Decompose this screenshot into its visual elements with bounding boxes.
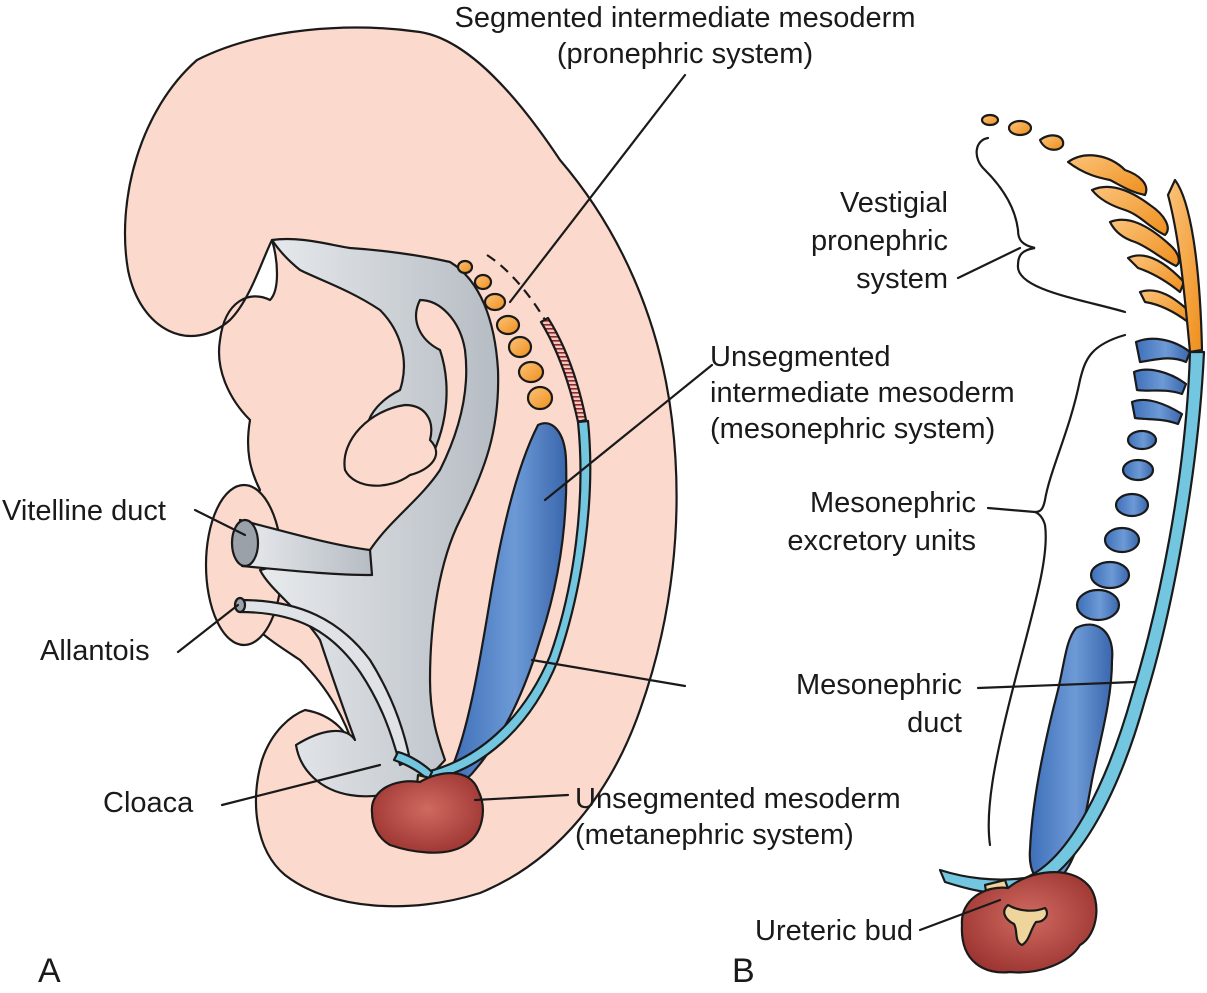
vitelline-duct-opening (230, 518, 260, 568)
label-unsegmented-mesoderm-2: (metanephric system) (575, 819, 854, 851)
label-unsegmented-intermediate-1: Unsegmented (710, 341, 891, 373)
label-segmented-intermediate-1: Segmented intermediate mesoderm (454, 2, 915, 34)
mesonephric-excretory-units (1075, 337, 1192, 622)
bracket-vestigial (975, 136, 1127, 314)
label-segmented-intermediate-2: (pronephric system) (557, 38, 813, 70)
panel-label-a: A (38, 952, 61, 990)
leader-lines (176, 73, 1137, 932)
allantois-opening (233, 596, 247, 614)
label-cloaca: Cloaca (103, 787, 194, 819)
label-unsegmented-intermediate-3: (mesonephric system) (710, 413, 995, 445)
vitelline-duct-tube (238, 518, 374, 577)
mesonephros-A (450, 422, 568, 782)
label-vestigial-3: system (856, 263, 948, 295)
label-vitelline-duct: Vitelline duct (2, 495, 166, 527)
mesonephric-duct-B (938, 350, 1206, 895)
panel-label-b: B (732, 952, 755, 990)
label-unsegmented-intermediate-2: intermediate mesoderm (710, 377, 1015, 409)
allantois-tube (238, 598, 412, 767)
ureteric-bud-branches (1003, 903, 1049, 947)
bracket-mesonephric-units (987, 333, 1127, 847)
panel-a-embryo (123, 26, 678, 908)
label-unsegmented-mesoderm-1: Unsegmented mesoderm (575, 783, 901, 815)
panel-b-nephric-system (938, 113, 1206, 974)
label-mesonephric-duct-1: Mesonephric (796, 669, 962, 701)
label-vestigial-2: pronephric (811, 225, 948, 257)
pronephric-segments (456, 259, 554, 411)
gut-lumen (343, 403, 438, 487)
label-vestigial-1: Vestigial (840, 187, 948, 219)
dashed-segment-line (486, 254, 546, 321)
label-ureteric-bud: Ureteric bud (755, 915, 913, 947)
label-mesonephric-units-2: excretory units (787, 525, 976, 557)
label-mesonephric-duct-2: duct (907, 707, 962, 739)
vestigial-pronephric-units (980, 113, 1204, 354)
metanephros-A (370, 772, 484, 854)
label-mesonephric-units-1: Mesonephric (810, 487, 976, 519)
label-allantois: Allantois (40, 635, 150, 667)
